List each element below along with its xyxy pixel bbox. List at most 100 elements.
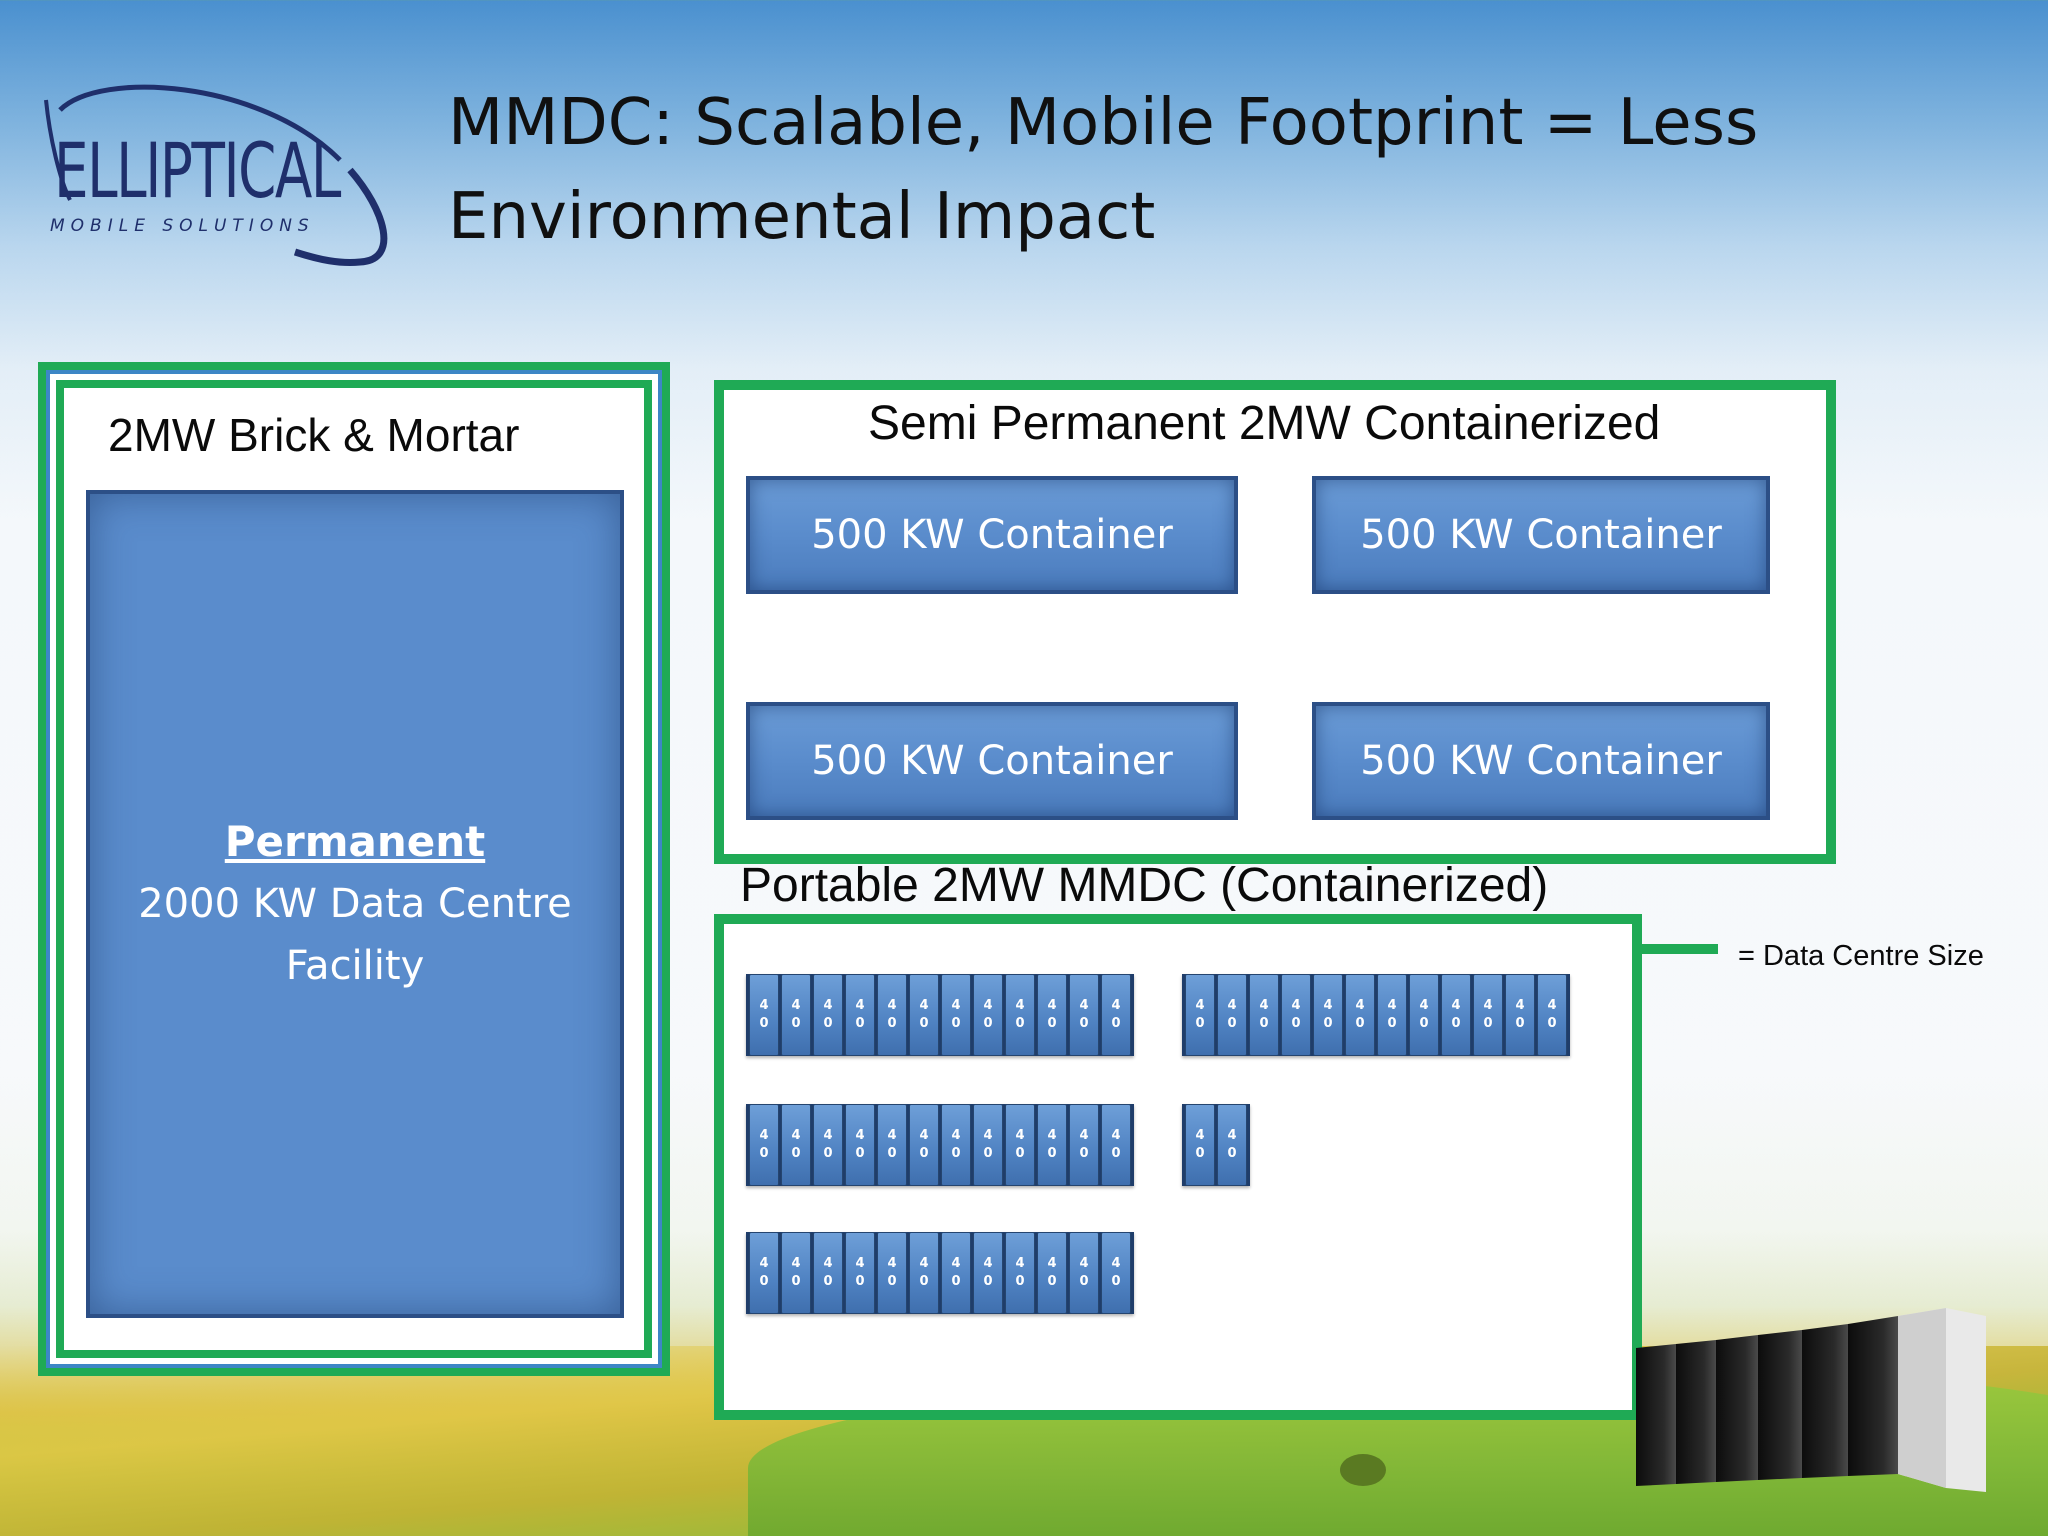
rack-unit-label-bottom: 0 xyxy=(1515,1016,1525,1031)
rack-unit-label-top: 4 xyxy=(759,1128,769,1143)
server-racks-icon xyxy=(1636,1308,1986,1492)
rack-unit-label-bottom: 0 xyxy=(791,1146,801,1161)
rack-unit-label-bottom: 0 xyxy=(1015,1146,1025,1161)
rack-unit-label-top: 4 xyxy=(1195,1128,1205,1143)
permanent-description: 2000 KW Data Centre Facility xyxy=(138,881,572,989)
rack-unit-label-top: 4 xyxy=(791,1256,801,1271)
rack-unit-label-top: 4 xyxy=(983,998,993,1013)
rack-unit-label-top: 4 xyxy=(1079,1128,1089,1143)
rack-unit-label-top: 4 xyxy=(1419,998,1429,1013)
rack-unit-label-bottom: 0 xyxy=(1111,1274,1121,1289)
semi-permanent-title: Semi Permanent 2MW Containerized xyxy=(868,397,1661,450)
rack-unit-label-bottom: 0 xyxy=(791,1274,801,1289)
rack-unit-label-top: 4 xyxy=(759,998,769,1013)
rack-unit-label-top: 4 xyxy=(1195,998,1205,1013)
rack-unit-label-top: 4 xyxy=(1547,998,1557,1013)
permanent-label: Permanent xyxy=(224,817,486,866)
rack-unit-label-top: 4 xyxy=(791,998,801,1013)
rack-unit-label-bottom: 0 xyxy=(983,1146,993,1161)
rack-unit-label-bottom: 0 xyxy=(1111,1016,1121,1031)
rack-unit-label-top: 4 xyxy=(1259,998,1269,1013)
rack-unit-label-top: 4 xyxy=(1227,1128,1237,1143)
rack-unit-label-bottom: 0 xyxy=(887,1016,897,1031)
rack-unit-label-bottom: 0 xyxy=(1047,1146,1057,1161)
container-block: 500 KW Container xyxy=(1312,702,1770,820)
rack-unit-label-top: 4 xyxy=(887,998,897,1013)
rack-unit-label-bottom: 0 xyxy=(1547,1016,1557,1031)
rack-unit-label-top: 4 xyxy=(1291,998,1301,1013)
rack-unit-label-bottom: 0 xyxy=(759,1274,769,1289)
rack-unit-label-top: 4 xyxy=(1387,998,1397,1013)
rack-unit-label-bottom: 0 xyxy=(1483,1016,1493,1031)
rack-unit-label-bottom: 0 xyxy=(983,1016,993,1031)
rack-unit-label-bottom: 0 xyxy=(1227,1016,1237,1031)
rack-unit-label-top: 4 xyxy=(919,1256,929,1271)
rack-unit-label-bottom: 0 xyxy=(759,1016,769,1031)
rack-unit-label-top: 4 xyxy=(1015,998,1025,1013)
rack-unit-label-top: 4 xyxy=(1079,998,1089,1013)
rack-unit-label-bottom: 0 xyxy=(1111,1146,1121,1161)
rack-unit-label-top: 4 xyxy=(919,998,929,1013)
rack-unit-label-bottom: 0 xyxy=(1015,1016,1025,1031)
rack-unit-label-bottom: 0 xyxy=(1079,1146,1089,1161)
rack-unit-label-bottom: 0 xyxy=(1195,1146,1205,1161)
rack-unit-label-bottom: 0 xyxy=(1015,1274,1025,1289)
rack-unit-label-top: 4 xyxy=(983,1256,993,1271)
rack-unit-label-bottom: 0 xyxy=(919,1274,929,1289)
legend-label: = Data Centre Size xyxy=(1738,940,1984,972)
brick-mortar-inner-frame xyxy=(56,380,652,1358)
rack-unit-label-top: 4 xyxy=(1047,1256,1057,1271)
rack-unit-label-top: 4 xyxy=(887,1128,897,1143)
rack-unit-label-bottom: 0 xyxy=(951,1146,961,1161)
rack-unit-label-top: 4 xyxy=(823,1256,833,1271)
rack-unit-label-top: 4 xyxy=(1111,1256,1121,1271)
logo-wordmark: ELLIPTICAL xyxy=(54,126,341,215)
rack-unit-label-bottom: 0 xyxy=(823,1146,833,1161)
rack-unit-label-bottom: 0 xyxy=(1451,1016,1461,1031)
rack-unit-label-bottom: 0 xyxy=(1047,1016,1057,1031)
container-block: 500 KW Container xyxy=(746,702,1238,820)
rack-unit-label-bottom: 0 xyxy=(919,1146,929,1161)
container-block: 500 KW Container xyxy=(1312,476,1770,594)
slide-title: MMDC: Scalable, Mobile Footprint = Less … xyxy=(448,86,1759,254)
container-block: 500 KW Container xyxy=(746,476,1238,594)
rack-unit-label-bottom: 0 xyxy=(1047,1274,1057,1289)
brick-mortar-title: 2MW Brick & Mortar xyxy=(108,409,520,461)
rack-unit-label-top: 4 xyxy=(855,1128,865,1143)
rack-unit-label-top: 4 xyxy=(951,1256,961,1271)
rack-unit-label-top: 4 xyxy=(951,998,961,1013)
rack-unit-label-top: 4 xyxy=(1451,998,1461,1013)
rack-unit-label-top: 4 xyxy=(791,1128,801,1143)
